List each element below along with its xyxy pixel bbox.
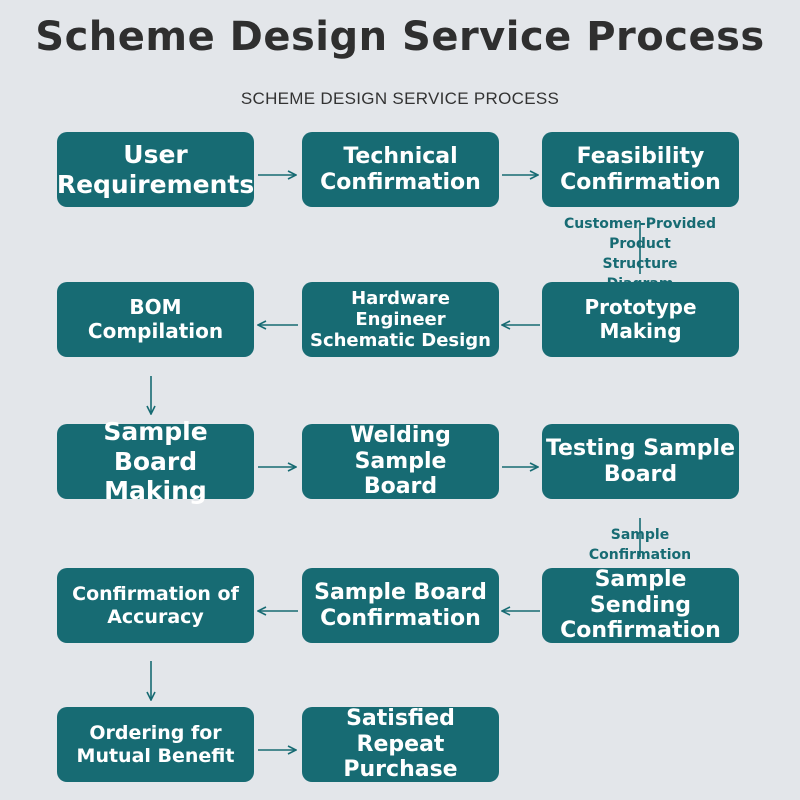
step-prototype-making: Prototype Making bbox=[542, 282, 739, 357]
step-welding-sample-board: Welding Sample Board bbox=[302, 423, 499, 499]
step-hardware-engineer-schematic-design: Hardware Engineer Schematic Design bbox=[302, 282, 499, 357]
step-sample-board-confirmation: Sample Board Confirmation bbox=[302, 568, 499, 643]
step-testing-sample-board: Testing Sample Board bbox=[542, 424, 739, 499]
step-sample-sending-confirmation: Sample Sending Confirmation bbox=[542, 567, 739, 643]
step-sample-board-making: Sample Board Making bbox=[57, 417, 254, 505]
step-confirmation-of-accuracy: Confirmation of Accuracy bbox=[57, 568, 254, 643]
page-subtitle: SCHEME DESIGN SERVICE PROCESS bbox=[240, 89, 560, 108]
step-bom-compilation: BOM Compilation bbox=[57, 282, 254, 357]
step-ordering-for-mutual-benefit: Ordering for Mutual Benefit bbox=[57, 707, 254, 782]
step-satisfied-repeat-purchase: Satisfied Repeat Purchase bbox=[302, 706, 499, 782]
step-user-requirements: User Requirements bbox=[57, 132, 254, 207]
connector-label-customer-provided: Customer-Provided Product Structure Diag… bbox=[564, 216, 716, 284]
step-technical-confirmation: Technical Confirmation bbox=[302, 132, 499, 207]
step-feasibility-confirmation: Feasibility Confirmation bbox=[542, 132, 739, 207]
page-title: Scheme Design Service Process bbox=[35, 14, 765, 60]
connector-label-sample-confirmation: Sample Confirmation bbox=[588, 527, 692, 563]
